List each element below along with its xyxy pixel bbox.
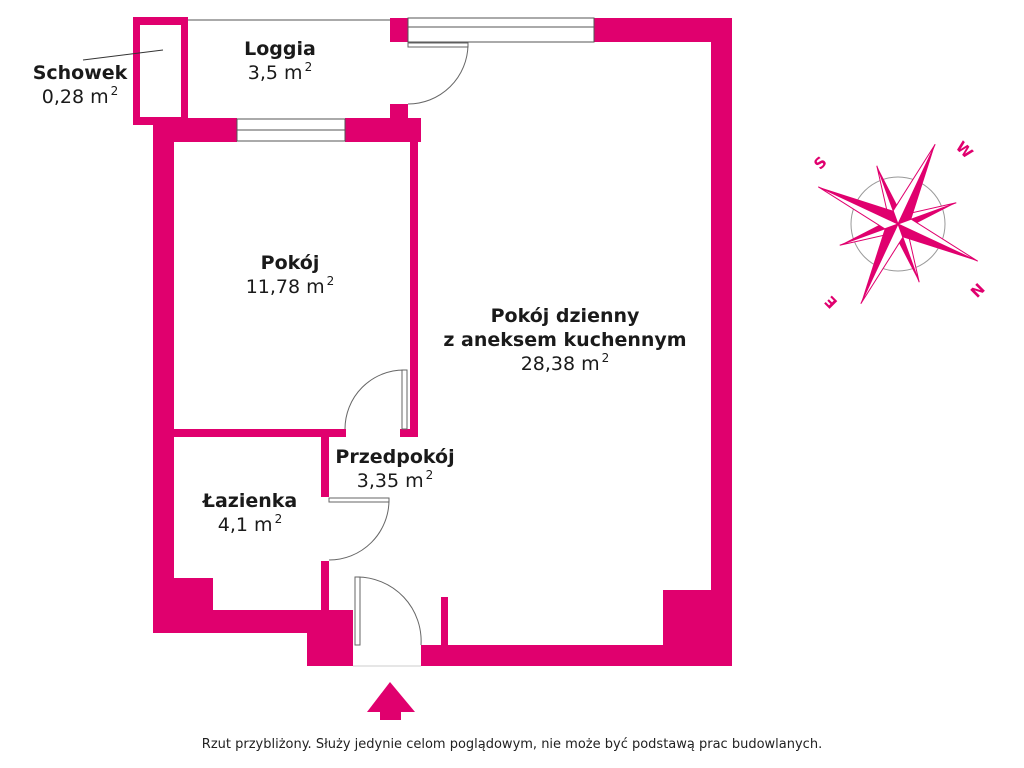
room-name-line2: z aneksem kuchennym bbox=[443, 328, 687, 351]
room-label-pokoj-dzienny: Pokój dzienny z aneksem kuchennym 28,38 … bbox=[430, 305, 700, 376]
room-name: Loggia bbox=[244, 38, 316, 60]
windows bbox=[188, 17, 595, 142]
room-name: Schowek bbox=[32, 62, 128, 84]
room-name: Łazienka bbox=[202, 490, 298, 512]
walls bbox=[133, 17, 732, 666]
compass-rose-icon bbox=[817, 143, 979, 305]
room-name: Pokój bbox=[260, 252, 320, 274]
room-name: Przedpokój bbox=[335, 446, 455, 468]
room-name-line1: Pokój dzienny bbox=[490, 305, 640, 327]
schowek-leader-line bbox=[82, 49, 164, 61]
disclaimer-text: Rzut przybliżony. Służy jedynie celom po… bbox=[201, 737, 823, 752]
entrance-arrow-icon bbox=[367, 682, 415, 720]
doors bbox=[328, 42, 469, 667]
